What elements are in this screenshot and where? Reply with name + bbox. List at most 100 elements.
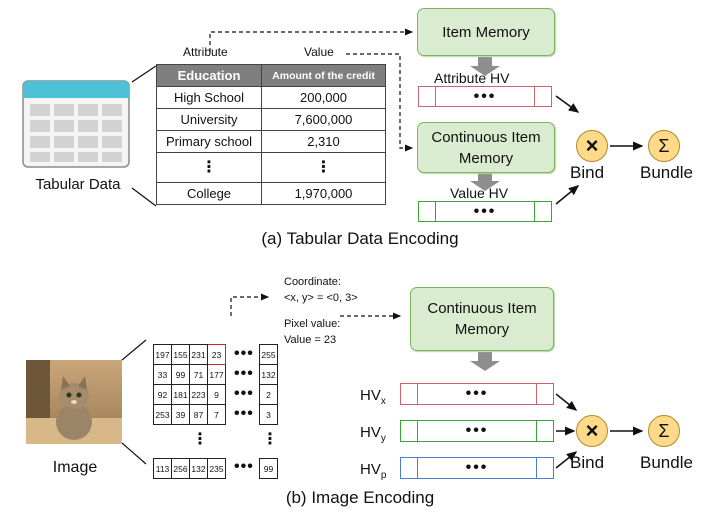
grid-cell: 33 xyxy=(153,364,172,385)
grid-row: 113 256 132 235 xyxy=(153,458,226,479)
down-arrow-item-memory xyxy=(470,57,500,76)
bind-icon: × xyxy=(576,130,608,162)
ellipsis-cell: ⋮ xyxy=(261,152,386,183)
bind-icon: × xyxy=(576,415,608,447)
grid-row: 253 39 87 7 xyxy=(153,404,226,425)
down-arrow-image-memory xyxy=(470,352,500,371)
bundle-label: Bundle xyxy=(640,163,693,182)
bind-label: Bind xyxy=(570,163,605,182)
hv-x-bar: ••• xyxy=(400,383,554,405)
grid-cell: 132 xyxy=(189,458,208,479)
horizontal-ellipsis-icon: ••• xyxy=(234,345,254,362)
dots-icon: ••• xyxy=(465,422,489,439)
attribute-hv-bar: ••• xyxy=(418,86,552,107)
tabular-data-label: Tabular Data xyxy=(35,176,121,193)
coordinate-label: Coordinate: xyxy=(284,276,341,288)
caption-a: (a) Tabular Data Encoding xyxy=(261,229,459,248)
bracket-line-bottom xyxy=(131,187,157,207)
image-bracket-top xyxy=(121,339,147,361)
grid-cell: 231 xyxy=(189,344,208,365)
pixel-value-label: Pixel value: xyxy=(284,318,341,330)
value-hv-bar: ••• xyxy=(418,201,552,222)
bracket-line-top xyxy=(131,65,157,83)
coordinate-value: <x, y> = <0, 3> xyxy=(284,292,358,304)
grid-cell: 99 xyxy=(259,458,278,479)
table-row: Primary school 2,310 xyxy=(156,130,386,153)
caption-b: (b) Image Encoding xyxy=(285,488,435,507)
grid-cell: 99 xyxy=(171,364,190,385)
table-row: University 7,600,000 xyxy=(156,108,386,131)
item-memory-box: Item Memory xyxy=(417,8,555,56)
cat-photo xyxy=(26,360,122,444)
table-cell: College xyxy=(156,182,262,205)
grid-row: 92 181 223 9 xyxy=(153,384,226,405)
table-cell: High School xyxy=(156,86,262,109)
horizontal-ellipsis-icon: ••• xyxy=(234,365,254,382)
table-cell: 1,970,000 xyxy=(261,182,386,205)
attribute-label: Attribute xyxy=(183,45,228,59)
pixel-value-text: Pixel value: Value = 23 xyxy=(284,316,340,348)
table-cell: 2,310 xyxy=(261,130,386,153)
down-arrow-continuous-memory xyxy=(470,172,500,191)
horizontal-ellipsis-icon: ••• xyxy=(234,458,254,475)
hv-x-label: HVx xyxy=(360,387,386,407)
hv-y-label: HVy xyxy=(360,424,386,444)
table-row-ellipsis: ⋮ ⋮ xyxy=(156,152,386,183)
pixel-value: Value = 23 xyxy=(284,334,337,346)
hv-p-bar: ••• xyxy=(400,457,554,479)
item-memory-label: Item Memory xyxy=(442,23,530,41)
grid-row: 197 155 231 23 xyxy=(153,344,226,365)
value-dashed-arrow xyxy=(346,53,414,152)
tabular-table: Education Amount of the credit High Scho… xyxy=(156,64,386,205)
ellipsis-cell: ⋮ xyxy=(156,152,262,183)
pixel-grid-corner: 99 xyxy=(259,458,278,479)
vertical-ellipsis-icon: ⋮ xyxy=(192,431,208,448)
table-cell: Primary school xyxy=(156,130,262,153)
table-icon xyxy=(22,80,130,168)
pixel-grid-last-column: 255 132 2 3 xyxy=(259,344,278,425)
attribute-hv-label: Attribute HV xyxy=(434,70,510,86)
pixel-dashed-arrow xyxy=(230,293,270,316)
image-bracket-bottom xyxy=(121,442,147,465)
continuous-item-memory-label: Continuous Item Memory xyxy=(431,128,541,167)
grid-cell: 7 xyxy=(207,404,226,425)
grid-cell: 197 xyxy=(153,344,172,365)
dots-icon: ••• xyxy=(465,459,489,476)
grid-cell: 177 xyxy=(207,364,226,385)
attribute-dashed-arrow xyxy=(209,28,414,52)
grid-cell-highlighted: 23 xyxy=(207,344,226,365)
grid-cell: 113 xyxy=(153,458,172,479)
hv-y-bar: ••• xyxy=(400,420,554,442)
continuous-item-memory-box: Continuous Item Memory xyxy=(417,122,555,173)
table-row: High School 200,000 xyxy=(156,86,386,109)
grid-cell: 39 xyxy=(171,404,190,425)
grid-cell: 155 xyxy=(171,344,190,365)
grid-cell: 256 xyxy=(171,458,190,479)
pixel-grid: 197 155 231 23 33 99 71 177 92 181 223 9… xyxy=(153,344,226,425)
grid-cell: 87 xyxy=(189,404,208,425)
grid-cell: 71 xyxy=(189,364,208,385)
vertical-ellipsis-icon: ⋮ xyxy=(315,159,332,176)
pixel-grid-last-row: 113 256 132 235 xyxy=(153,458,226,479)
coordinate-text: Coordinate: <x, y> = <0, 3> xyxy=(284,274,358,306)
image-label: Image xyxy=(52,459,98,476)
vertical-ellipsis-icon: ⋮ xyxy=(262,431,278,448)
table-cell: 200,000 xyxy=(261,86,386,109)
bind-label: Bind xyxy=(570,453,605,472)
image-continuous-memory-label: Continuous Item Memory xyxy=(427,300,537,338)
grid-cell: 132 xyxy=(259,364,278,385)
table-cell: University xyxy=(156,108,262,131)
table-row: College 1,970,000 xyxy=(156,182,386,205)
dots-icon: ••• xyxy=(473,202,497,220)
dots-icon: ••• xyxy=(473,87,497,105)
grid-cell: 235 xyxy=(207,458,226,479)
bundle-label: Bundle xyxy=(640,453,693,472)
horizontal-ellipsis-icon: ••• xyxy=(234,385,254,402)
value-label: Value xyxy=(304,45,334,59)
value-hv-label: Value HV xyxy=(450,185,509,201)
dots-icon: ••• xyxy=(465,385,489,402)
grid-cell: 253 xyxy=(153,404,172,425)
vertical-ellipsis-icon: ⋮ xyxy=(201,159,217,176)
arrow-hvx-to-bind xyxy=(555,393,578,411)
